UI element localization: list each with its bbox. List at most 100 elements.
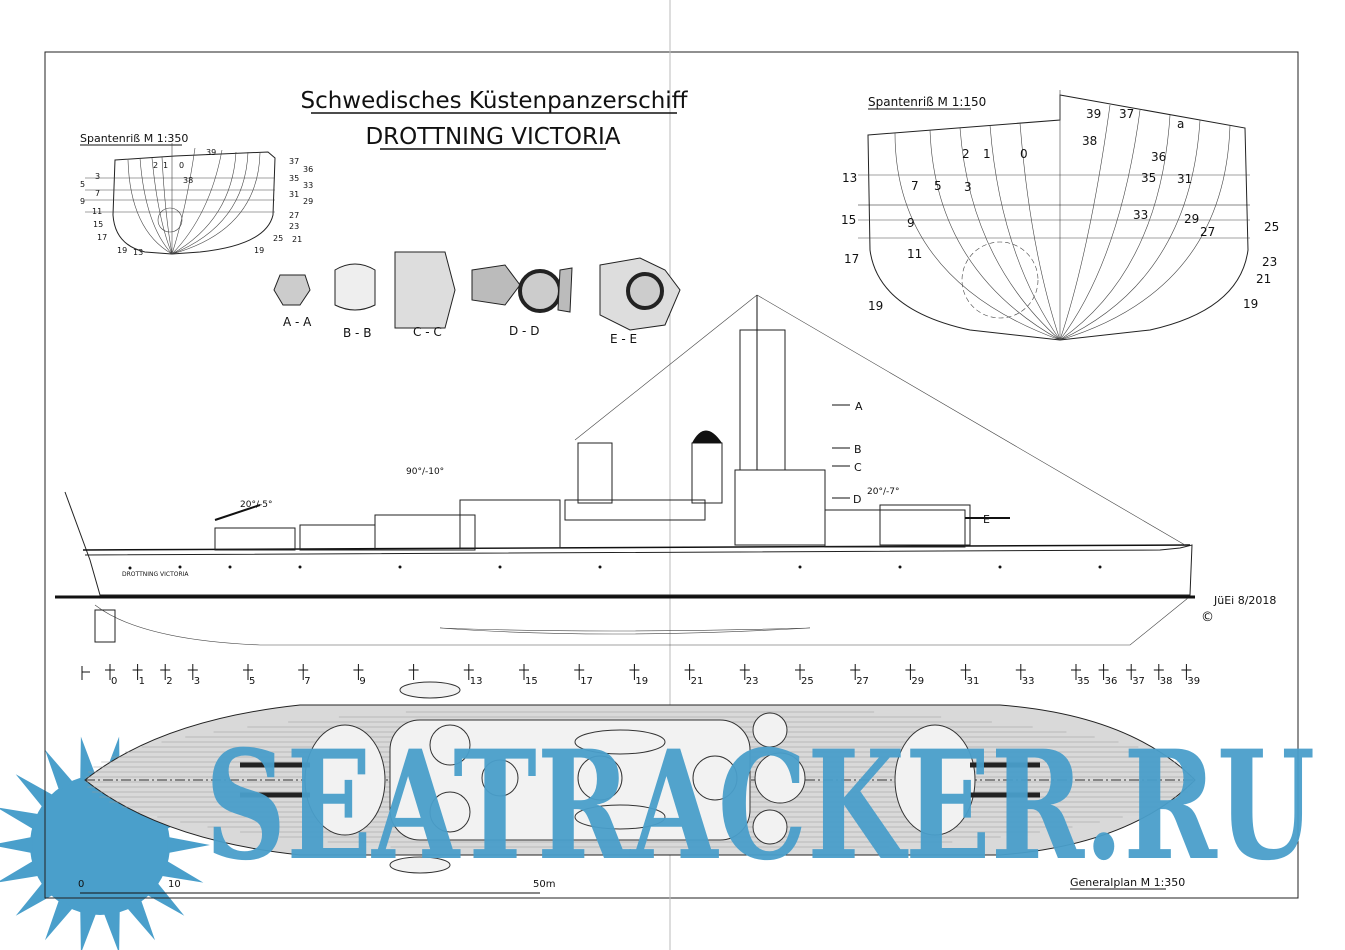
frame-label: 27 [289, 211, 299, 220]
frame-label: 13 [842, 171, 857, 185]
frame-label: 15 [841, 213, 856, 227]
frame-label: 13 [133, 248, 143, 257]
frame-label: 23 [289, 222, 299, 231]
side-profile: A B C D E 90°/-10° 20°/-5° 20°/-7° DROTT… [55, 294, 1276, 646]
angle-label: 90°/-10° [406, 467, 444, 477]
frame-label: 19 [117, 246, 127, 255]
frame-number: 33 [1022, 676, 1035, 687]
frame-label: 7 [911, 179, 919, 193]
frame-label: 17 [97, 233, 107, 242]
body-plan-large-label: Spantenriß M 1:150 [868, 95, 986, 109]
body-plan-small: Spantenriß M 1:350 39 2 1 0 38 3 5 7 9 1… [80, 132, 313, 257]
body-plan-small-label: Spantenriß M 1:350 [80, 132, 188, 145]
frame-label: 39 [206, 148, 216, 157]
profile-section-mark: D [853, 493, 861, 506]
frame-label: 35 [289, 174, 299, 183]
frame-label: 27 [1200, 225, 1215, 239]
frame-label: 33 [1133, 208, 1148, 222]
frame-label: 35 [1141, 171, 1156, 185]
title-line2: DROTTNING VICTORIA [365, 124, 620, 150]
frame-label: 11 [92, 207, 102, 216]
section-label: B - B [343, 326, 371, 340]
frame-label: 37 [1119, 107, 1134, 121]
frame-label: 1 [163, 161, 168, 170]
frame-number: 5 [249, 676, 255, 687]
profile-section-mark: C [854, 461, 862, 474]
frame-number: 3 [194, 676, 200, 687]
frame-label: 38 [183, 176, 193, 185]
frame-label: 19 [254, 246, 264, 255]
frame-number: 9 [359, 676, 365, 687]
frame-label: 5 [934, 179, 942, 193]
frame-number: 2 [166, 676, 172, 687]
frame-number: 1 [139, 676, 145, 687]
frame-number: 25 [801, 676, 814, 687]
frame-number: 21 [691, 676, 704, 687]
frame-number: 13 [470, 676, 483, 687]
angle-label: 20°/-5° [240, 500, 272, 510]
frame-label: 2 [153, 161, 158, 170]
frame-label: 3 [964, 180, 972, 194]
frame-label: 36 [1151, 150, 1166, 164]
profile-section-mark: B [854, 443, 862, 456]
section-label: E - E [610, 332, 637, 346]
frame-label: 9 [80, 197, 85, 206]
hull-name: DROTTNING VICTORIA [122, 571, 189, 578]
frame-number: 0 [111, 676, 117, 687]
frame-label: 29 [303, 197, 313, 206]
frame-label: a [1177, 117, 1184, 131]
frame-number: 23 [746, 676, 759, 687]
frame-number: 7 [304, 676, 310, 687]
frame-label: 21 [1256, 272, 1271, 286]
frame-number: 35 [1077, 676, 1090, 687]
frame-label: 0 [1020, 147, 1028, 161]
frame-label: 25 [273, 234, 283, 243]
profile-section-mark: E [983, 513, 990, 526]
frame-label: 0 [179, 161, 184, 170]
title-line1: Schwedisches Küstenpanzerschiff [300, 88, 688, 114]
section-label: D - D [509, 324, 539, 338]
frame-label: 1 [983, 147, 991, 161]
cross-sections: A - A B - B C - C D - D E - E [273, 251, 681, 346]
section-label: A - A [283, 315, 312, 329]
frame-label: 11 [907, 247, 922, 261]
frame-label: 29 [1184, 212, 1199, 226]
frame-label: 9 [907, 216, 915, 230]
frame-label: 37 [289, 157, 299, 166]
frame-label: 2 [962, 147, 970, 161]
frame-number: 29 [911, 676, 924, 687]
frame-label: 31 [1177, 172, 1192, 186]
frame-number: 17 [580, 676, 593, 687]
frame-label: 23 [1262, 255, 1277, 269]
frame-label: 25 [1264, 220, 1279, 234]
frame-label: 38 [1082, 134, 1097, 148]
frame-label: 3 [95, 172, 100, 181]
frame-label: 5 [80, 180, 85, 189]
drawing-border [44, 51, 1299, 899]
frame-label: 19 [868, 299, 883, 313]
frame-number: 15 [525, 676, 538, 687]
angle-label: 20°/-7° [867, 487, 899, 497]
scale-label: 10 [168, 879, 181, 890]
frame-label: 17 [844, 252, 859, 266]
scale-label: 0 [78, 879, 84, 890]
body-plan-large: Spantenriß M 1:150 39 37 a 38 2 1 0 36 1… [841, 90, 1279, 341]
plan-labels: Generalplan M 1:350 0 10 50m [78, 876, 1185, 894]
frame-label: 19 [1243, 297, 1258, 311]
frame-label: 39 [1086, 107, 1101, 121]
frame-number: 19 [635, 676, 648, 687]
frame-number: 38 [1160, 676, 1173, 687]
frame-label: 36 [303, 165, 313, 174]
frame-number: 31 [967, 676, 980, 687]
frame-label: 21 [292, 235, 302, 244]
frame-number: 36 [1105, 676, 1118, 687]
frame-number: 37 [1132, 676, 1145, 687]
frame-label: 33 [303, 181, 313, 190]
frame-number: 39 [1187, 676, 1200, 687]
copyright-mark: © [1201, 610, 1214, 625]
frame-number: 27 [856, 676, 869, 687]
scale-label: 50m [533, 879, 555, 890]
section-label: C - C [413, 325, 442, 339]
